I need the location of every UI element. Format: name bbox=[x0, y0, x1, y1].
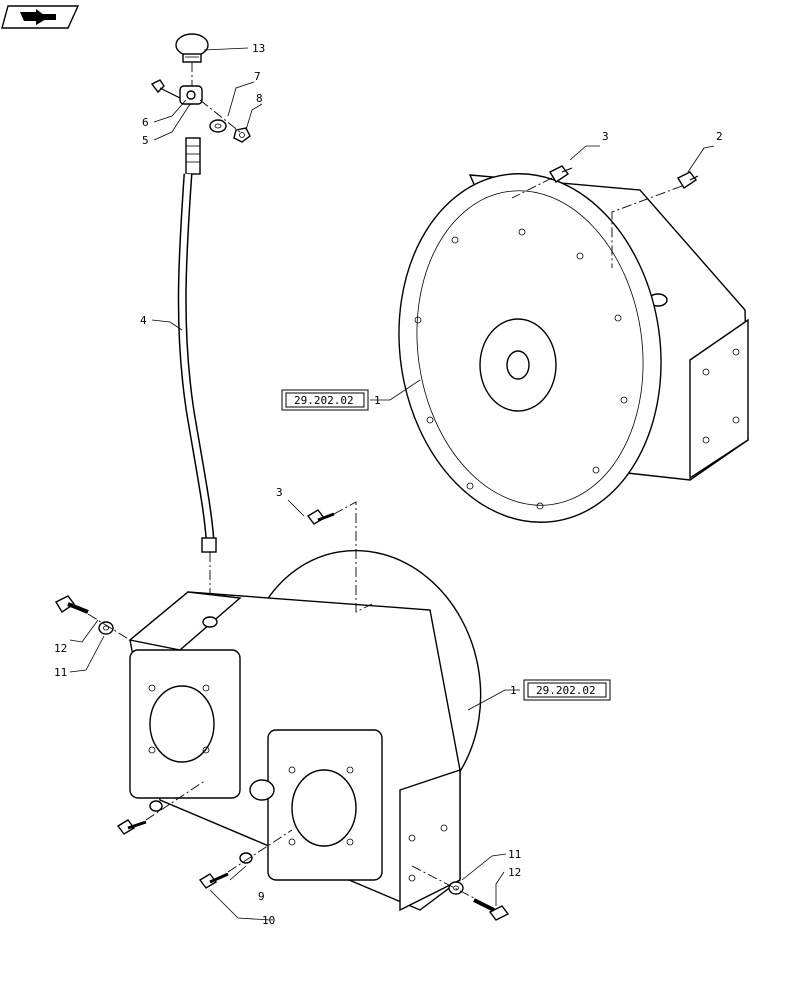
callout-10: 10 bbox=[262, 914, 275, 927]
callout-8: 8 bbox=[256, 92, 263, 105]
callout-1-lower: 1 bbox=[510, 684, 517, 697]
front-cover-bolt bbox=[116, 819, 147, 835]
lower-housing-bolt-10 bbox=[198, 872, 229, 889]
clamp-washer bbox=[209, 119, 227, 133]
callout-4: 4 bbox=[140, 314, 147, 327]
page-turn-arrow-icon[interactable] bbox=[1, 5, 80, 29]
callout-6: 6 bbox=[142, 116, 149, 129]
callout-3-lower: 3 bbox=[276, 486, 283, 499]
upper-housing-bolt-2 bbox=[677, 171, 699, 189]
reference-label-upper: 29.202.02 bbox=[294, 394, 354, 407]
callout-9: 9 bbox=[258, 890, 265, 903]
lower-housing-washer-11-right bbox=[448, 881, 464, 895]
upper-housing-bolt-3 bbox=[549, 165, 573, 183]
clamp-bolt bbox=[150, 79, 181, 99]
dipstick-tube bbox=[177, 137, 217, 553]
clamp-nut bbox=[233, 127, 251, 143]
callout-12-left: 12 bbox=[54, 642, 67, 655]
callout-12-right: 12 bbox=[508, 866, 521, 879]
callout-3-top: 3 bbox=[602, 130, 609, 143]
dipstick-cap bbox=[175, 33, 209, 63]
callout-5: 5 bbox=[142, 134, 149, 147]
callout-1-upper: 1 bbox=[374, 394, 381, 407]
callout-2: 2 bbox=[716, 130, 723, 143]
tube-clamp bbox=[179, 85, 203, 105]
callout-13: 13 bbox=[252, 42, 265, 55]
lower-housing-bolt-12-left bbox=[55, 595, 89, 614]
callout-7: 7 bbox=[254, 70, 261, 83]
front-cover-washer bbox=[149, 800, 163, 812]
reference-link-upper-housing[interactable]: 29.202.02 bbox=[281, 389, 369, 411]
lower-housing-washer-9 bbox=[239, 852, 253, 864]
lower-housing-bolt-12-right bbox=[473, 898, 510, 921]
reference-label-lower: 29.202.02 bbox=[536, 684, 596, 697]
callout-11-right: 11 bbox=[508, 848, 521, 861]
lower-pump-housing bbox=[128, 549, 482, 912]
reference-link-lower-housing[interactable]: 29.202.02 bbox=[523, 679, 611, 701]
callout-labels: 13 7 8 6 5 4 3 2 1 3 12 11 1 9 10 11 12 bbox=[54, 42, 723, 927]
lower-housing-washer-11-left bbox=[98, 621, 114, 635]
callout-11-left: 11 bbox=[54, 666, 67, 679]
lower-housing-bolt-3 bbox=[306, 509, 335, 525]
leader-lines bbox=[69, 47, 715, 921]
upper-flywheel-housing bbox=[398, 173, 749, 523]
